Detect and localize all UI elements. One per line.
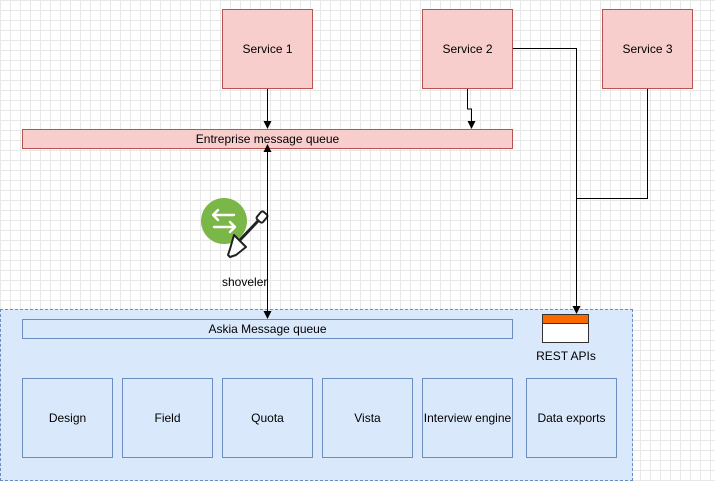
module-vista-label: Vista [354, 411, 381, 425]
module-data-exports[interactable]: Data exports [526, 378, 617, 458]
module-quota[interactable]: Quota [222, 378, 313, 458]
module-quota-label: Quota [251, 411, 284, 425]
module-interview-engine[interactable]: Interview engine [422, 378, 513, 458]
edge-service2-to-queue [467, 89, 476, 129]
service-1-label: Service 1 [242, 42, 293, 56]
module-vista[interactable]: Vista [322, 378, 413, 458]
module-field-label: Field [154, 411, 181, 425]
enterprise-message-queue[interactable]: Entreprise message queue [22, 129, 513, 149]
module-data-exports-label: Data exports [537, 411, 606, 425]
askia-queue-label: Askia Message queue [208, 322, 327, 336]
askia-message-queue[interactable]: Askia Message queue [22, 319, 513, 339]
edge-service2-to-api [513, 48, 581, 314]
edge-service3-to-api [576, 89, 648, 199]
module-interview-engine-label: Interview engine [423, 411, 512, 425]
swap-arrows-icon [201, 198, 247, 244]
service-3-box[interactable]: Service 3 [602, 9, 693, 89]
service-2-box[interactable]: Service 2 [422, 9, 513, 89]
shovel-icon [201, 198, 269, 258]
service-3-label: Service 3 [622, 42, 673, 56]
enterprise-queue-label: Entreprise message queue [195, 132, 340, 146]
module-field[interactable]: Field [122, 378, 213, 458]
rest-api-label: REST APIs [536, 349, 596, 363]
shoveler-label: shoveler [222, 275, 268, 289]
module-design[interactable]: Design [22, 378, 113, 458]
service-2-label: Service 2 [442, 42, 493, 56]
module-design-label: Design [48, 411, 87, 425]
shoveler-icon-group[interactable] [200, 197, 270, 261]
service-1-box[interactable]: Service 1 [222, 9, 313, 89]
api-icon[interactable] [542, 314, 589, 343]
